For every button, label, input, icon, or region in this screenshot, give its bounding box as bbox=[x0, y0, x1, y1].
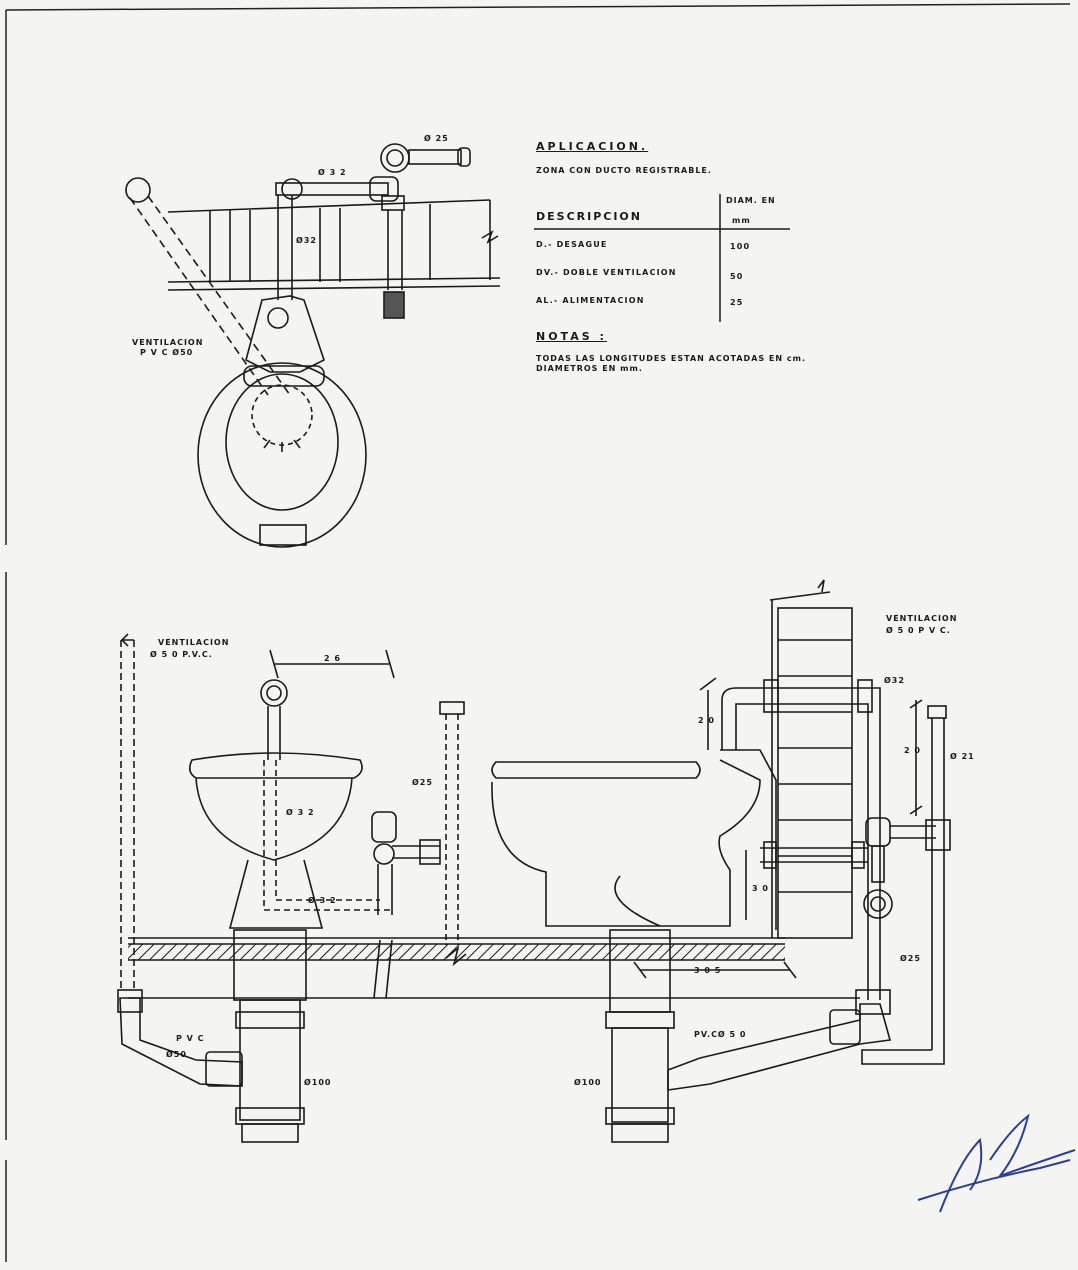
dim-30: 3 0 bbox=[752, 884, 769, 893]
signature bbox=[917, 1113, 1076, 1213]
pvc-label: P V C bbox=[176, 1034, 205, 1043]
dim-d32-top: Ø 3 2 bbox=[318, 168, 347, 177]
elevation-view bbox=[117, 579, 951, 1143]
d100-left: Ø100 bbox=[304, 1078, 332, 1087]
table-row-desc-1: DV.- DOBLE VENTILACION bbox=[536, 268, 677, 277]
aplicacion-title: APLICACION. bbox=[536, 140, 649, 153]
vent-right-1: VENTILACION bbox=[886, 614, 958, 623]
pvc-d50-right: PV.CØ 5 0 bbox=[694, 1030, 747, 1039]
dim-20-mid: 2 0 bbox=[904, 746, 921, 755]
vent-label-top-1: VENTILACION bbox=[132, 338, 204, 347]
table-row-desc-0: D.- DESAGUE bbox=[536, 240, 608, 249]
notas-line-1: TODAS LAS LONGITUDES ESTAN ACOTADAS EN c… bbox=[536, 354, 806, 363]
top-view-plan bbox=[125, 143, 501, 548]
sheet-border bbox=[5, 3, 1071, 1262]
table-header-diam-1: DIAM. EN bbox=[726, 196, 776, 205]
dim-d25-left: Ø25 bbox=[412, 778, 433, 787]
vent-right-2: Ø 5 0 P V C. bbox=[886, 626, 951, 635]
table-row-desc-2: AL.- ALIMENTACION bbox=[536, 296, 645, 305]
dim-d32-vertical: Ø32 bbox=[296, 236, 317, 245]
table-row-diam-0: 100 bbox=[730, 242, 751, 251]
dim-d21: Ø 21 bbox=[950, 752, 975, 761]
notas-title: NOTAS : bbox=[536, 330, 607, 343]
table-header-diam-2: mm bbox=[732, 216, 751, 225]
vent-label-top-2: P V C Ø50 bbox=[140, 348, 194, 357]
dim-20-top: 2 0 bbox=[698, 716, 715, 725]
table-header-desc: DESCRIPCION bbox=[536, 210, 642, 223]
dim-26: 2 6 bbox=[324, 654, 341, 663]
dim-d32-right: Ø32 bbox=[884, 676, 905, 685]
dim-305: 3 0 5 bbox=[694, 966, 722, 975]
dim-d25-top: Ø 25 bbox=[424, 134, 449, 143]
pvc-d50: Ø50 bbox=[166, 1050, 187, 1059]
dim-d32-trap: Ø 3 2 bbox=[308, 896, 337, 905]
table-row-diam-2: 25 bbox=[730, 298, 744, 307]
table-row-diam-1: 50 bbox=[730, 272, 744, 281]
d100-right: Ø100 bbox=[574, 1078, 602, 1087]
notas-line-2: DIAMETROS EN mm. bbox=[536, 364, 643, 373]
aplicacion-text: ZONA CON DUCTO REGISTRABLE. bbox=[536, 166, 712, 175]
vent-left-1: VENTILACION bbox=[158, 638, 230, 647]
info-table-lines bbox=[534, 194, 790, 322]
dim-d25-right: Ø25 bbox=[900, 954, 921, 963]
dim-d32-bidet: Ø 3 2 bbox=[286, 808, 315, 817]
vent-left-2: Ø 5 0 P.V.C. bbox=[150, 650, 213, 659]
